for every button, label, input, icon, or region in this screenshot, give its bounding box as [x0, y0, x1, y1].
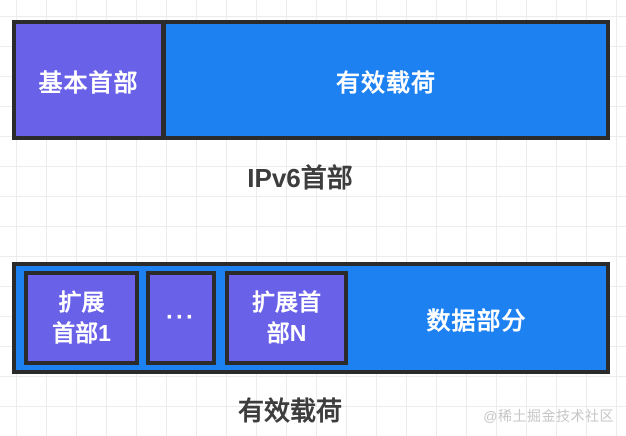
basic-header-cell: 基本首部 — [16, 24, 166, 136]
data-part-label: 数据部分 — [426, 307, 527, 335]
ellipsis-label: ··· — [166, 303, 196, 331]
basic-header-label: 基本首部 — [38, 69, 139, 97]
payload-cell: 有效载荷 — [166, 24, 606, 136]
ellipsis-cell: ··· — [146, 271, 216, 365]
ipv6-packet-box: 基本首部 有效载荷 — [12, 20, 610, 140]
extension-header-n-cell: 扩展首 部N — [225, 271, 348, 365]
watermark: @稀土掘金技术社区 — [483, 408, 614, 424]
payload-detail-box: 扩展 首部1 ··· 扩展首 部N 数据部分 — [12, 262, 610, 374]
data-part-cell: 数据部分 — [355, 301, 598, 336]
extension-header-1-cell: 扩展 首部1 — [24, 271, 139, 365]
payload-label: 有效载荷 — [336, 69, 436, 97]
extension-header-1-label: 扩展 首部1 — [52, 288, 111, 346]
bottom-caption: 有效载荷 — [237, 396, 342, 426]
extension-header-n-label: 扩展首 部N — [252, 288, 321, 346]
top-caption: IPv6首部 — [247, 163, 353, 193]
